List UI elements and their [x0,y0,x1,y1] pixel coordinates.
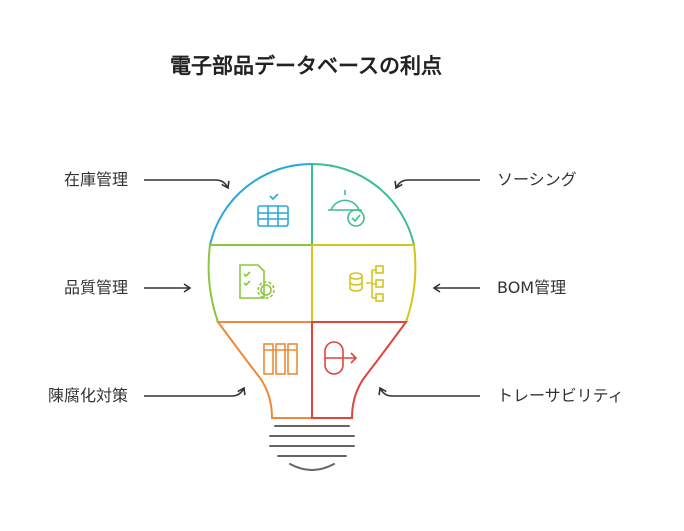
segment-sourcing [311,162,416,246]
capsule-arrow-icon [324,341,358,375]
label-obsolescence: 陳腐化対策 [47,386,128,405]
document-gear-icon [239,264,275,299]
database-rack-icon [257,193,289,227]
label-bom: BOM管理 [497,278,567,297]
segment-bom [311,244,417,323]
columns-icon [263,343,298,375]
label-traceability: トレーサビリティ [497,386,624,405]
label-sourcing: ソーシング [497,170,577,189]
diagram-title: 電子部品データベースの利点 [170,54,442,78]
label-quality: 品質管理 [63,278,128,297]
segment-inventory [208,162,313,246]
cloche-check-icon [328,190,365,227]
segment-obsolescence [216,321,313,419]
connector-arrows [144,179,480,397]
coins-hierarchy-icon [349,265,384,302]
segment-traceability [311,321,408,419]
label-inventory: 在庫管理 [63,170,128,189]
bulb-base [269,425,355,471]
